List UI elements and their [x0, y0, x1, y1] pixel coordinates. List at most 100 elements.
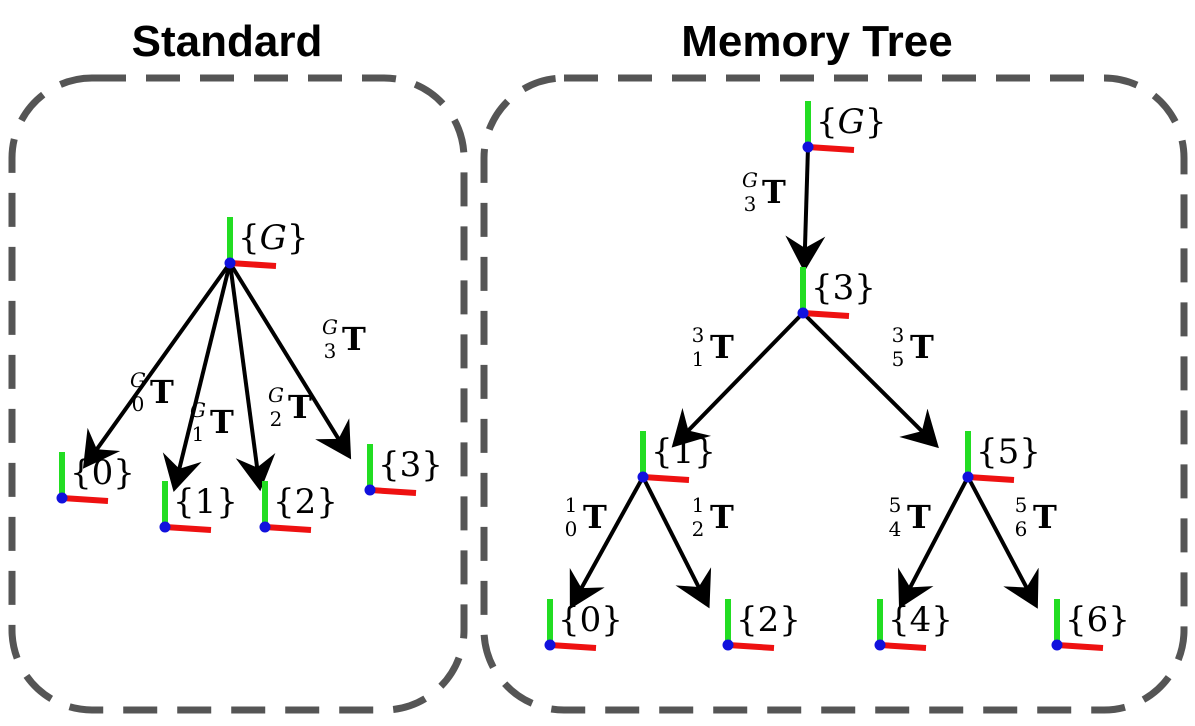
transform-symbol: T — [910, 328, 934, 366]
frame-label: {6} — [1065, 600, 1130, 640]
transform-symbol: T — [583, 498, 607, 536]
memory-tree-panel-box — [480, 74, 1188, 714]
transform-symbol: T — [710, 498, 734, 536]
transform-subscript: 5 — [892, 347, 905, 371]
transform-superscript: 3 — [892, 323, 905, 347]
frame-x-axis — [549, 642, 597, 651]
transform-superscript: 3 — [692, 323, 705, 347]
frame-label: {G} — [816, 102, 886, 142]
frame-x-axis — [61, 495, 109, 504]
transform-superscript: 1 — [565, 493, 578, 517]
frame-label: {3} — [378, 445, 443, 485]
edge-G-to-3 — [785, 146, 826, 273]
frame-label: {2} — [736, 600, 801, 640]
frame-origin — [722, 639, 734, 651]
transform-symbol: T — [150, 373, 174, 411]
frame-x-axis — [967, 474, 1015, 483]
transform-subscript: 0 — [132, 392, 145, 416]
frame-origin — [797, 307, 809, 319]
frame-origin — [544, 639, 556, 651]
panel-title-standard: Standard — [132, 17, 323, 66]
frame-node-1: {1} — [637, 431, 716, 483]
frame-x-axis — [1056, 642, 1104, 651]
panel-title-memory-tree: Memory Tree — [681, 17, 952, 66]
transform-subscript: 2 — [692, 517, 705, 541]
transform-symbol: T — [288, 388, 312, 426]
edge-5-to-6 — [966, 476, 1039, 609]
edge-G-to-0 — [82, 261, 232, 469]
transform-symbol: T — [710, 328, 734, 366]
frame-x-axis — [802, 310, 850, 319]
frame-label: {3} — [811, 268, 876, 308]
edge-3-to-1 — [671, 311, 805, 448]
transform-symbol: T — [907, 498, 931, 536]
transform-superscript: 5 — [1015, 493, 1028, 517]
frame-label: {0} — [70, 453, 135, 493]
frame-x-axis — [642, 474, 690, 483]
transform-subscript: 2 — [270, 407, 283, 431]
frame-x-axis — [727, 642, 775, 651]
frame-label: {G} — [238, 218, 308, 258]
transform-subscript: 4 — [889, 517, 902, 541]
edge-G-to-2 — [228, 262, 276, 492]
standard-panel-box — [8, 74, 468, 714]
transform-subscript: 3 — [744, 192, 757, 216]
frame-label: {0} — [558, 600, 623, 640]
transform-subscript: 1 — [192, 422, 205, 446]
frame-node-0: {0} — [544, 599, 623, 651]
edge-1-to-2 — [641, 476, 712, 609]
transform-symbol: T — [210, 403, 234, 441]
frame-node-2: {2} — [259, 481, 338, 533]
edge-5-to-4 — [898, 476, 970, 609]
frame-origin — [962, 471, 974, 483]
transform-symbol: T — [762, 173, 786, 211]
edge-3-to-5 — [801, 311, 939, 449]
transform-subscript: 0 — [565, 517, 578, 541]
frame-origin — [1051, 639, 1063, 651]
frame-node-G: {G} — [224, 217, 308, 269]
frame-origin — [224, 257, 236, 269]
frame-origin — [637, 471, 649, 483]
frame-origin — [874, 639, 886, 651]
transform-superscript: G — [130, 368, 146, 392]
frame-origin — [56, 492, 68, 504]
edge-1-to-0 — [569, 476, 645, 610]
transform-superscript: 1 — [692, 493, 705, 517]
transform-superscript: G — [268, 383, 284, 407]
transform-subscript: 3 — [324, 339, 337, 363]
transform-superscript: G — [322, 315, 338, 339]
frame-node-G: {G} — [802, 101, 886, 153]
frame-origin — [364, 484, 376, 496]
frame-x-axis — [807, 144, 855, 153]
frame-origin — [259, 521, 271, 533]
transform-symbol: T — [1033, 498, 1057, 536]
frame-node-5: {5} — [962, 431, 1041, 483]
frame-label: {4} — [888, 600, 953, 640]
transform-subscript: 1 — [692, 347, 705, 371]
frame-node-3: {3} — [364, 444, 443, 496]
frame-x-axis — [879, 642, 927, 651]
frame-node-3: {3} — [797, 267, 876, 319]
edge-G-to-1 — [162, 262, 232, 493]
edge-G-to-3 — [228, 261, 352, 460]
frame-origin — [802, 141, 814, 153]
transform-superscript: G — [742, 168, 758, 192]
transform-symbol: T — [342, 320, 366, 358]
frame-node-1: {1} — [159, 481, 238, 533]
frame-node-4: {4} — [874, 599, 953, 651]
frame-x-axis — [264, 524, 312, 533]
frame-label: {1} — [173, 482, 238, 522]
